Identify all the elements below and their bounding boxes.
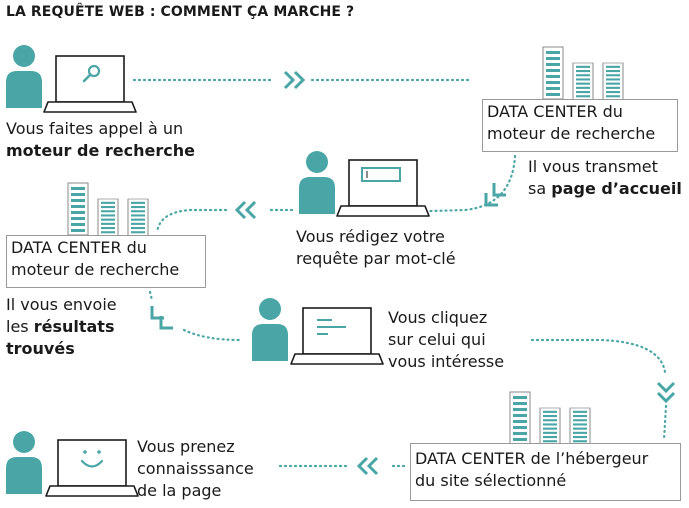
user-icon [299,151,335,214]
step-6-line-3: de la page [137,481,222,500]
user-icon [6,431,42,494]
step-4-text: Il vous envoie les résultats trouvés [6,294,117,360]
data-center-3-line-2: du site sélectionné [415,471,567,490]
step-4-line-1: Il vous envoie [6,295,117,314]
server-icon [68,183,148,235]
data-center-2-line-1: DATA CENTER du [11,238,147,257]
arrow-4 [148,290,242,342]
data-center-box-1: DATA CENTER du moteur de recherche [482,99,678,152]
data-center-box-3: DATA CENTER de l’hébergeur du site sélec… [410,443,681,501]
step-6-line-2: connaisssance [137,459,254,478]
data-center-1-line-1: DATA CENTER du [487,102,623,121]
results-list-icon [317,319,346,335]
step-5-line-1: Vous cliquez [388,308,488,327]
smiley-icon [80,450,104,468]
step-1-text: Vous faites appel à un moteur de recherc… [6,118,195,162]
step-4-line-2: les résultats [6,317,115,336]
step-4-line-3: trouvés [6,339,75,358]
user-icon [252,298,288,361]
step-5-text: Vous cliquez sur celui qui vous intéress… [388,307,504,373]
step-1-line: Vous faites appel à un [6,119,184,138]
arrow-3 [155,202,294,234]
server-icon [510,392,590,444]
page-title: LA REQUÊTE WEB : COMMENT ÇA MARCHE ? [6,4,355,20]
step-1-bold: moteur de recherche [6,141,195,160]
data-center-3-line-1: DATA CENTER de l’hébergeur [415,449,649,468]
step-3-line-2: requête par mot-clé [296,249,456,268]
server-icon [543,47,623,99]
step-6-line-1: Vous prenez [137,437,235,456]
step-5-line-3: vous intéresse [388,352,505,371]
step-2-text: Il vous transmet sa page d’accueil [528,156,682,200]
data-center-2-line-2: moteur de recherche [11,260,180,279]
search-field-icon [361,167,401,182]
arrow-6 [278,458,406,474]
step-5-line-2: sur celui qui [388,330,486,349]
step-2-line: Il vous transmet [528,157,658,176]
arrow-1 [132,72,472,88]
laptop-icon [43,55,137,113]
laptop-icon [45,439,139,497]
step-2-line-2: sa page d’accueil [528,179,682,198]
data-center-1-line-2: moteur de recherche [487,124,656,143]
data-center-box-2: DATA CENTER du moteur de recherche [6,235,206,288]
arrow-5 [530,338,674,442]
arrow-2 [398,154,517,214]
step-6-text: Vous prenez connaisssance de la page [137,436,254,502]
laptop-icon [290,307,384,365]
step-3-line-1: Vous rédigez votre [296,227,445,246]
user-icon [6,45,42,108]
step-3-text: Vous rédigez votre requête par mot-clé [296,226,456,270]
magnifier-icon [82,64,101,83]
